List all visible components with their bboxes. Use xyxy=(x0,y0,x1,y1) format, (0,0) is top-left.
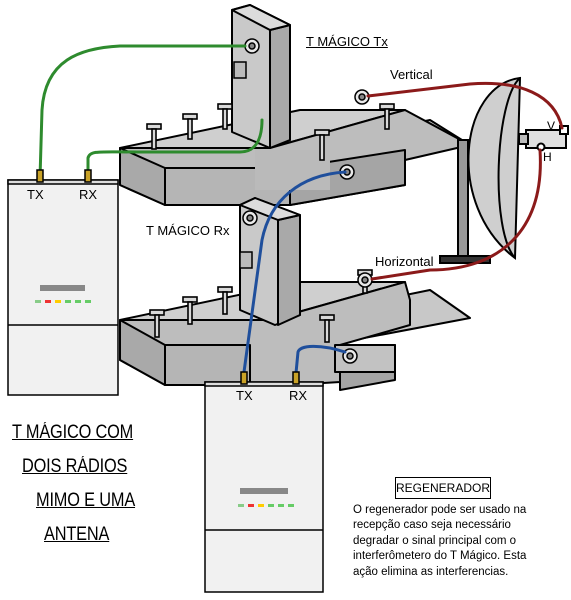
label-t-magico-tx: T MÁGICO Tx xyxy=(306,34,388,49)
radio-unit-1 xyxy=(7,169,119,396)
rocket-logo-2 xyxy=(240,488,288,494)
title-line-4: ANTENA xyxy=(44,524,110,545)
lower-connectors xyxy=(239,210,373,364)
label-horizontal: Horizontal xyxy=(375,254,434,269)
blue-cable-tx xyxy=(242,170,347,374)
radio1-tx-label: TX xyxy=(27,187,44,202)
label-v: V xyxy=(547,119,556,133)
led-strip-2 xyxy=(238,504,294,507)
title-line-3: MIMO E UMA xyxy=(36,490,136,511)
label-t-magico-rx: T MÁGICO Rx xyxy=(146,223,230,238)
title-line-1: T MÁGICO COM xyxy=(12,422,134,443)
title-line-2: DOIS RÁDIOS xyxy=(22,456,128,477)
lower-magic-t-block xyxy=(119,197,471,391)
label-vertical: Vertical xyxy=(390,67,433,82)
dish-antenna xyxy=(439,76,569,264)
radio1-rx-label: RX xyxy=(79,187,98,202)
red-cable-vertical xyxy=(366,81,564,130)
upper-magic-t-block xyxy=(119,4,471,206)
radio-unit-2 xyxy=(204,371,324,593)
upper-screws xyxy=(146,103,395,161)
regenerador-text: O regenerador pode ser usado na recepção… xyxy=(353,504,527,578)
radio2-tx-label: TX xyxy=(236,388,253,403)
green-cable-tx xyxy=(38,44,247,180)
green-cable-rx xyxy=(86,118,264,180)
red-cable-horizontal xyxy=(370,148,542,281)
lower-screws xyxy=(149,269,373,343)
led-strip xyxy=(35,300,91,303)
radio2-rx-label: RX xyxy=(289,388,308,403)
regenerador-heading: REGENERADOR xyxy=(395,477,491,499)
blue-cable-rx xyxy=(294,344,347,375)
rocket-logo xyxy=(40,285,85,291)
label-h: H xyxy=(543,150,552,164)
title-block: T MÁGICO COM DOIS RÁDIOS MIMO E UMA ANTE… xyxy=(6,418,166,568)
